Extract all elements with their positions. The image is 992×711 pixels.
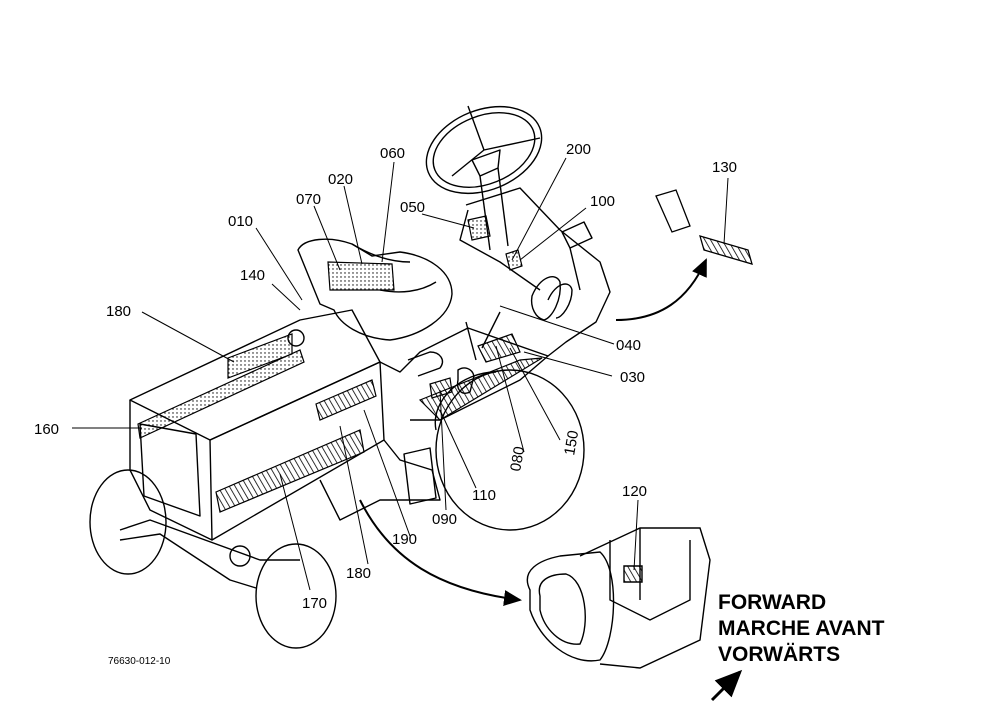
callout-040: 040 bbox=[616, 337, 641, 354]
callout-060: 060 bbox=[380, 145, 405, 162]
decal-080 bbox=[477, 333, 521, 363]
pedal-right bbox=[561, 221, 593, 249]
steering-wheel bbox=[425, 105, 543, 251]
front-axle bbox=[119, 519, 300, 561]
front-wheel-right bbox=[255, 543, 337, 649]
decal-170-side bbox=[215, 429, 365, 513]
callout-160: 160 bbox=[34, 421, 59, 438]
decal-180-top bbox=[227, 333, 293, 379]
arrow-to-transmission bbox=[359, 499, 522, 606]
legend-forward-fr: MARCHE AVANT bbox=[718, 617, 885, 640]
callout-130: 130 bbox=[712, 159, 737, 176]
callout-190: 190 bbox=[392, 531, 417, 548]
callout-120: 120 bbox=[622, 483, 647, 500]
callout-170: 170 bbox=[302, 595, 327, 612]
arrows bbox=[359, 258, 743, 702]
legend-forward-de: VORWÄRTS bbox=[718, 643, 841, 666]
callout-030: 030 bbox=[620, 369, 645, 386]
legend-forward-en: FORWARD bbox=[718, 591, 827, 614]
callout-200: 200 bbox=[566, 141, 591, 158]
callout-010: 010 bbox=[228, 213, 253, 230]
decal-110-floor bbox=[418, 357, 543, 421]
decal-180-side bbox=[315, 379, 377, 421]
hood-side bbox=[209, 361, 385, 541]
leader-lines bbox=[72, 157, 729, 591]
callout-100: 100 bbox=[590, 193, 615, 210]
seat bbox=[297, 238, 453, 341]
decal-200 bbox=[505, 249, 523, 271]
footrest bbox=[379, 327, 549, 421]
lever-1 bbox=[465, 321, 477, 361]
hood-front bbox=[129, 400, 213, 541]
reference-number: 76630-012-10 bbox=[108, 656, 171, 667]
decal-160-stripe bbox=[137, 349, 305, 439]
decals bbox=[137, 215, 543, 513]
pedal-left bbox=[530, 276, 561, 321]
decal-020-seat bbox=[327, 261, 395, 291]
front-wheel-left bbox=[89, 469, 167, 575]
callout-110: 110 bbox=[472, 487, 496, 504]
decal-090 bbox=[429, 377, 453, 399]
callout-070: 070 bbox=[296, 191, 321, 208]
detail-130 bbox=[655, 189, 753, 265]
forward-arrow bbox=[710, 669, 743, 702]
callout-020: 020 bbox=[328, 171, 353, 188]
callout-140: 140 bbox=[240, 267, 265, 284]
lever-2 bbox=[481, 311, 501, 349]
transmission-detail bbox=[526, 527, 711, 669]
callout-050: 050 bbox=[400, 199, 425, 216]
grille bbox=[139, 423, 201, 517]
callout-080: 080 bbox=[507, 445, 528, 473]
callout-180-side: 180 bbox=[346, 565, 371, 582]
engine-block bbox=[319, 439, 441, 521]
callout-090: 090 bbox=[432, 511, 457, 528]
decal-050 bbox=[467, 215, 491, 241]
callout-labels: 010 020 030 040 050 060 070 080 090 100 … bbox=[34, 141, 737, 667]
callout-150: 150 bbox=[561, 429, 582, 457]
dash-console bbox=[465, 187, 611, 357]
arrow-to-130 bbox=[615, 258, 707, 321]
callout-180-top: 180 bbox=[106, 303, 131, 320]
